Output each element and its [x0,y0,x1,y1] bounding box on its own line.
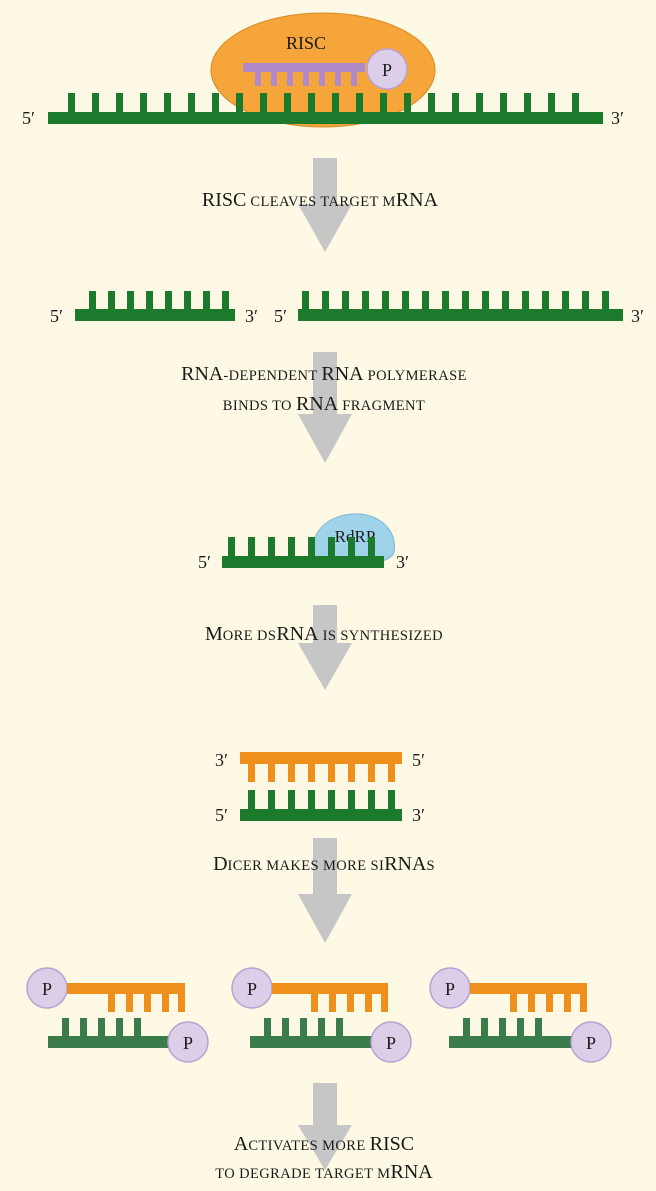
down-arrow-icon [298,1083,352,1170]
svg-text:P: P [183,1033,193,1053]
risc-label: RISC [286,33,326,53]
svg-text:P: P [386,1033,396,1053]
stage-cleaved-fragments: 5′ 3′ 5′ 3′ [50,291,644,326]
three-prime-label: 3′ [396,552,409,572]
sirna-duplex: P P [26,967,209,1063]
svg-text:P: P [382,60,392,80]
five-prime-label: 5′ [22,108,35,128]
three-prime-label: 3′ [611,108,624,128]
phosphate-icon: P [570,1021,612,1063]
down-arrow-icon [298,352,352,463]
step-label-activates-line2: TO DEGRADE TARGET MRNA [215,1161,433,1183]
three-prime-label: 3′ [631,306,644,326]
three-prime-label: 3′ [215,750,228,770]
new-complementary-strand [240,752,402,782]
svg-text:P: P [247,979,257,999]
five-prime-label: 5′ [215,805,228,825]
five-prime-label: 5′ [274,306,287,326]
down-arrow-icon [298,838,352,943]
three-prime-label: 3′ [412,805,425,825]
template-strand [240,790,402,821]
five-prime-label: 5′ [412,750,425,770]
svg-text:P: P [42,979,52,999]
stage-rdrp-bound: RdRP 5′ 3′ [198,513,409,572]
step-label-activates-line1: ACTIVATES MORE RISC [234,1133,414,1155]
down-arrow-icon [298,605,352,690]
target-mrna [48,93,603,124]
sirna-duplex: P P [231,967,412,1063]
phosphate-icon: P [26,967,68,1009]
phosphate-icon: P [429,967,471,1009]
phosphate-icon: P [370,1021,412,1063]
step-label-risc-cleaves: RISC CLEAVES TARGET MRNA [202,189,439,211]
step-label-rdrp-binds-line2: BINDS TO RNA FRAGMENT [223,393,425,415]
five-prime-label: 5′ [198,552,211,572]
three-prime-label: 3′ [245,306,258,326]
down-arrow-icon [298,158,352,252]
rdrp-label: RdRP [335,527,376,546]
step-label-more-dsrna: MORE DSRNA IS SYNTHESIZED [205,623,443,645]
phosphate-icon: P [231,967,273,1009]
step-label-dicer: DICER MAKES MORE SIRNAS [213,853,435,875]
stage-dsrna: 3′ 5′ 5′ 3′ [215,750,425,825]
svg-text:P: P [445,979,455,999]
step-label-rdrp-binds-line1: RNA-DEPENDENT RNA POLYMERASE [181,363,467,385]
phosphate-icon: P [366,48,408,90]
phosphate-icon: P [167,1021,209,1063]
sirna-duplex: P P [429,967,612,1063]
mrna-fragment-left [75,291,235,321]
five-prime-label: 5′ [50,306,63,326]
mrna-fragment-template [222,537,384,568]
svg-text:P: P [586,1033,596,1053]
guide-strand-risc [243,63,365,86]
stage-risc-on-mrna: RISC P [22,12,624,128]
mrna-fragment-right [298,291,623,321]
